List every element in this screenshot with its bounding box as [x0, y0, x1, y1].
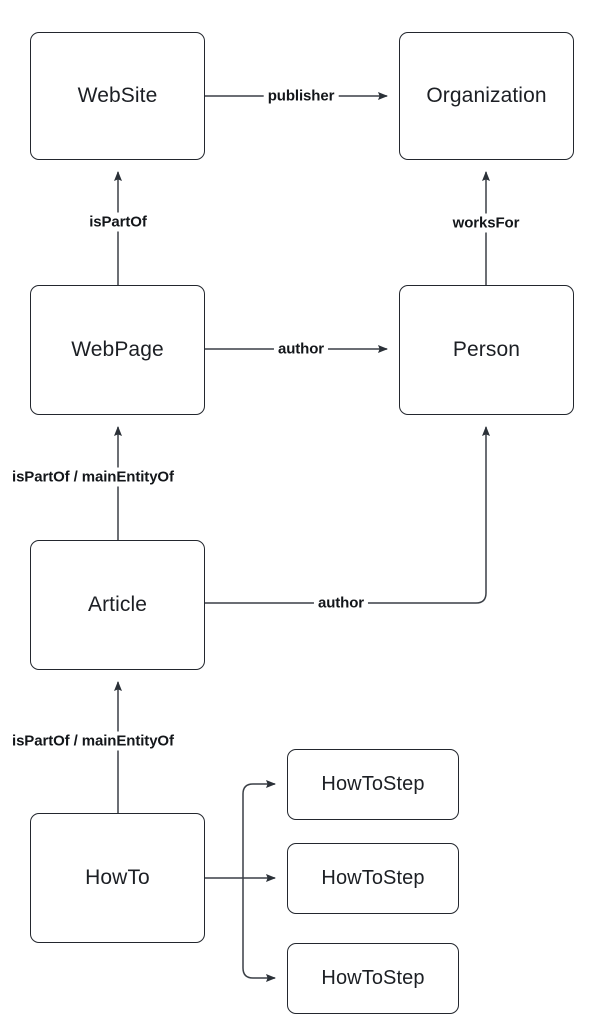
node-label-howto: HowTo [85, 866, 150, 889]
node-website[interactable]: WebSite [30, 32, 205, 160]
edge-label-ispartof: isPartOf [85, 212, 151, 232]
edge-label-author-article: author [313, 593, 369, 613]
node-howto[interactable]: HowTo [30, 813, 205, 943]
node-howtostep-1[interactable]: HowToStep [287, 749, 459, 820]
node-organization[interactable]: Organization [399, 32, 574, 160]
node-howtostep-2[interactable]: HowToStep [287, 843, 459, 914]
node-webpage[interactable]: WebPage [30, 285, 205, 415]
node-label-howtostep-3: HowToStep [321, 967, 425, 989]
node-howtostep-3[interactable]: HowToStep [287, 943, 459, 1014]
edge-label-worksfor: worksFor [448, 213, 524, 233]
node-label-organization: Organization [426, 84, 547, 107]
edge-label-publisher: publisher [263, 86, 339, 106]
node-label-person: Person [452, 338, 521, 361]
node-person[interactable]: Person [399, 285, 574, 415]
node-label-article: Article [87, 593, 148, 616]
node-label-webpage: WebPage [71, 338, 164, 361]
edge-author-article [205, 426, 490, 604]
edge-label-author-webpage: author [273, 339, 329, 359]
node-label-howtostep-2: HowToStep [321, 867, 425, 889]
edge-label-ispartof-howto: isPartOf / mainEntityOf [8, 731, 178, 751]
node-label-website: WebSite [77, 84, 158, 107]
node-label-howtostep-1: HowToStep [321, 773, 425, 795]
edge-howto-steps [205, 780, 276, 982]
node-article[interactable]: Article [30, 540, 205, 670]
edge-label-ispartof-article: isPartOf / mainEntityOf [8, 467, 178, 487]
